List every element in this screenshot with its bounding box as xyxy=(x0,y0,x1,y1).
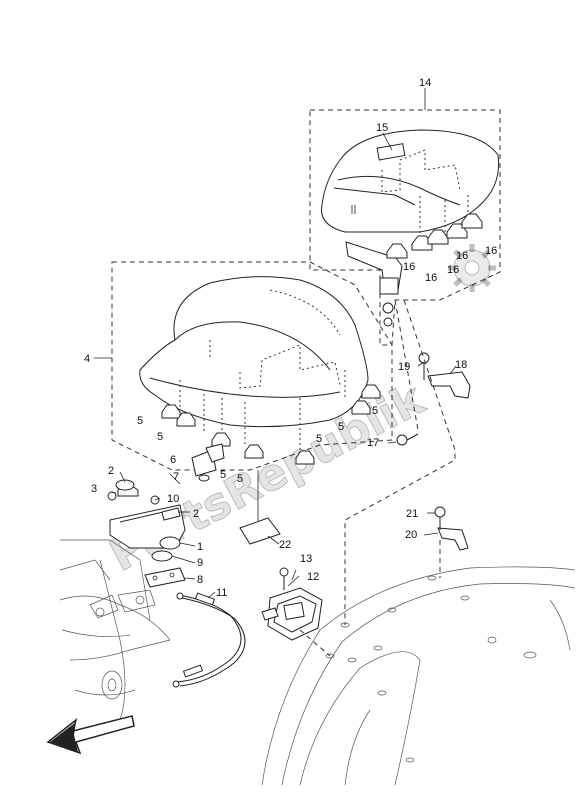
label-12: 12 xyxy=(307,571,319,583)
seat-latch-12 xyxy=(261,567,323,641)
rear-fender-sketch xyxy=(261,566,576,786)
label-15: 15 xyxy=(376,122,388,134)
label-5: 5 xyxy=(316,433,322,445)
part-labels: 14 15 16 16 16 16 16 4 5 5 5 5 5 5 5 6 7… xyxy=(84,77,497,599)
bracket-20 xyxy=(434,506,469,551)
pillion-seat-nuts xyxy=(386,213,483,259)
label-19: 19 xyxy=(398,361,410,373)
label-5: 5 xyxy=(237,473,243,485)
leader-lines xyxy=(94,88,457,599)
label-21: 21 xyxy=(406,508,418,520)
label-4: 4 xyxy=(84,353,90,365)
label-3: 3 xyxy=(91,483,97,495)
label-2: 2 xyxy=(193,508,199,520)
label-5: 5 xyxy=(220,469,226,481)
label-14: 14 xyxy=(419,77,431,89)
label-5: 5 xyxy=(157,431,163,443)
pillion-seat-bracket xyxy=(345,241,403,327)
label-18: 18 xyxy=(455,359,467,371)
label-6: 6 xyxy=(170,454,176,466)
bolt-17 xyxy=(396,433,419,446)
label-1: 1 xyxy=(197,541,203,553)
pillion-seat-group-outline xyxy=(309,109,501,346)
label-7: 7 xyxy=(173,471,179,483)
label-16: 16 xyxy=(403,261,415,273)
label-8: 8 xyxy=(197,574,203,586)
rider-seat-group-outline xyxy=(111,261,393,471)
label-9: 9 xyxy=(197,557,203,569)
label-5: 5 xyxy=(137,415,143,427)
label-16: 16 xyxy=(456,250,468,262)
bracket-6 xyxy=(191,443,225,482)
label-13: 13 xyxy=(300,553,312,565)
label-20: 20 xyxy=(405,529,417,541)
label-sticker-22 xyxy=(239,517,281,545)
frame-sketch xyxy=(59,539,171,721)
label-17: 17 xyxy=(367,437,379,449)
label-22: 22 xyxy=(279,539,291,551)
bracket-18 xyxy=(418,352,471,399)
rider-seat-nuts xyxy=(161,384,381,465)
label-16: 16 xyxy=(485,245,497,257)
guide-lines xyxy=(299,299,456,657)
seat-lock-cable xyxy=(172,592,246,688)
pillion-seat xyxy=(320,129,500,240)
label-11: 11 xyxy=(216,587,227,599)
label-5: 5 xyxy=(338,421,344,433)
label-16: 16 xyxy=(425,272,437,284)
label-10: 10 xyxy=(167,493,179,505)
gear-icon xyxy=(448,244,496,292)
label-2: 2 xyxy=(108,465,114,477)
label-5: 5 xyxy=(372,405,378,417)
arrow-front-left-icon xyxy=(46,715,135,755)
label-16: 16 xyxy=(447,264,459,276)
